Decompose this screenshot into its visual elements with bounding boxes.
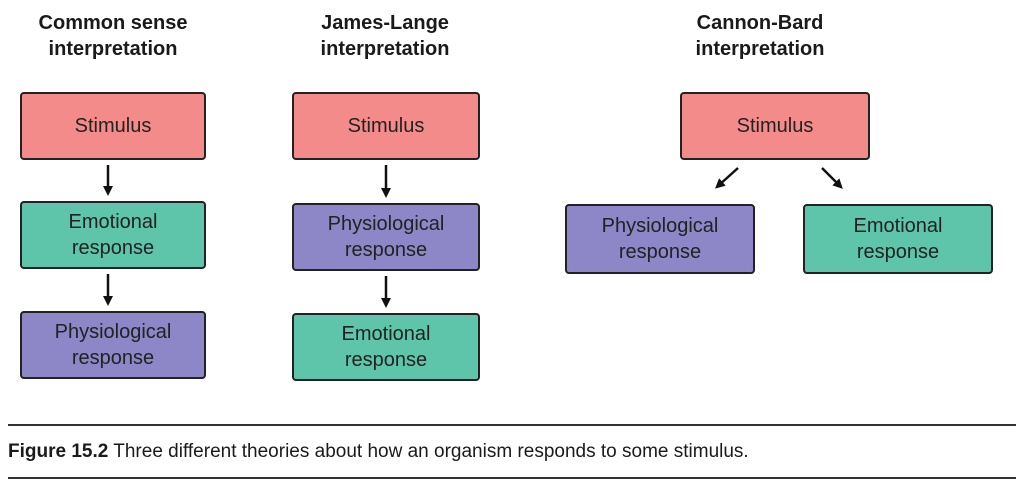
cannon-bard-title-line2: interpretation [695, 38, 825, 60]
james-lange-title-line1: James-Lange [321, 12, 449, 34]
caption-bottom-rule [8, 477, 1016, 479]
figure-label: Figure 15.2 [8, 441, 109, 462]
common-sense-stimulus-box: Stimulus [20, 92, 206, 160]
cannon-bard-arrow-right [821, 167, 843, 189]
box-label-line1: Emotional [68, 211, 158, 233]
box-label-line1: Emotional [341, 323, 431, 345]
cannon-bard-title-line1: Cannon-Bard [696, 12, 824, 34]
box-label-line1: Physiological [54, 321, 172, 343]
james-lange-stimulus-box: Stimulus [292, 92, 480, 160]
box-label-line2: response [618, 241, 702, 263]
box-label-line2: response [71, 237, 155, 259]
common-sense-emotional-response-box: Emotional response [20, 201, 206, 269]
box-label-line2: response [856, 241, 940, 263]
james-lange-physiological-response-box: Physiological response [292, 203, 480, 271]
common-sense-title-line1: Common sense [38, 12, 188, 34]
figure-caption-text: Three different theories about how an or… [108, 441, 749, 462]
figure-caption: Figure 15.2 Three different theories abo… [8, 440, 749, 464]
box-label-line2: response [344, 239, 428, 261]
box-label-line2: response [344, 349, 428, 371]
box-label-line1: Emotional [853, 215, 943, 237]
box-label: Stimulus [736, 115, 814, 137]
box-label: Stimulus [347, 115, 425, 137]
james-lange-title-line2: interpretation [320, 38, 450, 60]
common-sense-title: Common sense interpretation [20, 10, 206, 62]
box-label-line1: Physiological [601, 215, 719, 237]
cannon-bard-physiological-response-box: Physiological response [565, 204, 755, 274]
caption-top-rule [8, 424, 1016, 426]
box-label-line1: Physiological [327, 213, 445, 235]
common-sense-title-line2: interpretation [48, 38, 178, 60]
cannon-bard-stimulus-box: Stimulus [680, 92, 870, 160]
common-sense-physiological-response-box: Physiological response [20, 311, 206, 379]
box-label: Stimulus [74, 115, 152, 137]
cannon-bard-arrow-left [715, 167, 739, 189]
cannon-bard-title: Cannon-Bard interpretation [660, 10, 860, 62]
james-lange-title: James-Lange interpretation [285, 10, 485, 62]
cannon-bard-emotional-response-box: Emotional response [803, 204, 993, 274]
box-label-line2: response [71, 347, 155, 369]
james-lange-emotional-response-box: Emotional response [292, 313, 480, 381]
